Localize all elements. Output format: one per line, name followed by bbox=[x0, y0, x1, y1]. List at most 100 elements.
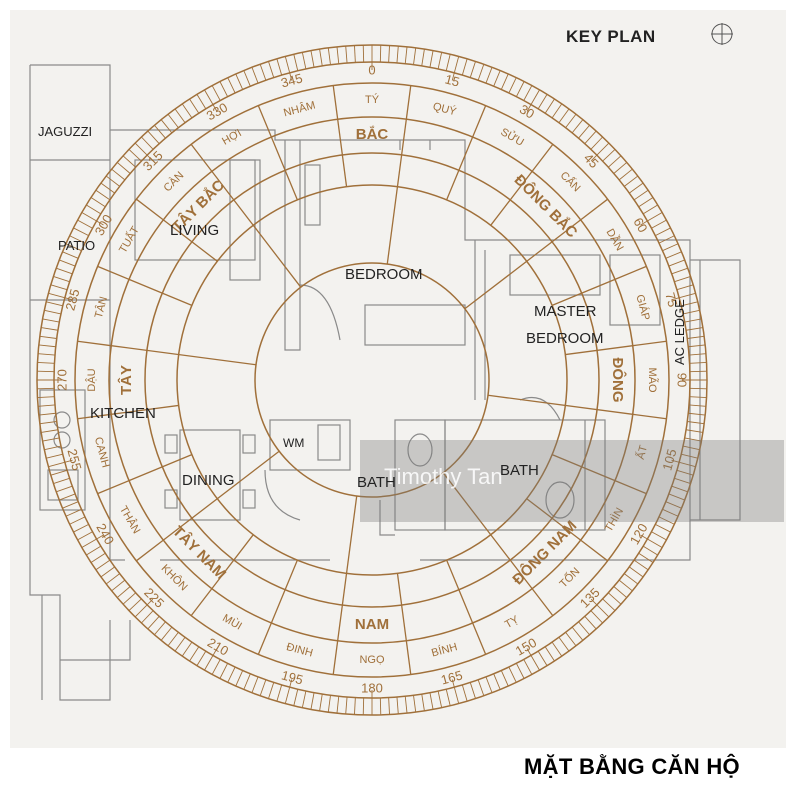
degree-tick bbox=[154, 124, 166, 139]
room-label-master-bedroom: BEDROOM bbox=[526, 330, 604, 347]
sector-divider bbox=[162, 450, 280, 541]
degree-label: 15 bbox=[443, 71, 461, 89]
degree-tick bbox=[53, 276, 70, 283]
degree-tick bbox=[204, 648, 218, 671]
degree-tick bbox=[160, 119, 173, 134]
mountain-label: GIÁP bbox=[633, 293, 652, 322]
degree-tick bbox=[65, 508, 82, 517]
degree-label: 345 bbox=[279, 70, 304, 90]
degree-tick bbox=[461, 684, 468, 702]
degree-tick bbox=[688, 344, 706, 348]
degree-tick bbox=[558, 108, 570, 123]
mountain-label: THÂN bbox=[117, 503, 143, 535]
degree-tick bbox=[276, 684, 283, 702]
degree-tick bbox=[219, 81, 229, 97]
degree-tick bbox=[388, 45, 390, 63]
degree-label: 105 bbox=[659, 447, 679, 472]
mountain-divider bbox=[97, 265, 130, 280]
degree-tick bbox=[319, 694, 323, 711]
degree-tick bbox=[668, 259, 685, 267]
degree-tick bbox=[196, 94, 207, 110]
mountain-label: TỴ bbox=[503, 613, 522, 631]
page-title: KEY PLAN bbox=[566, 27, 656, 46]
degree-tick bbox=[640, 534, 663, 548]
degree-tick bbox=[544, 98, 555, 114]
degree-tick bbox=[565, 632, 577, 647]
degree-tick bbox=[523, 659, 533, 675]
degree-tick bbox=[77, 531, 93, 541]
degree-tick bbox=[41, 327, 58, 331]
direction-label: BẮC bbox=[356, 125, 389, 143]
degree-tick bbox=[38, 344, 56, 348]
degree-tick bbox=[469, 61, 476, 78]
mountain-divider bbox=[257, 105, 272, 138]
degree-tick bbox=[243, 673, 251, 690]
degree-tick bbox=[485, 67, 493, 84]
degree-label: 30 bbox=[517, 101, 537, 121]
degree-tick bbox=[160, 626, 173, 641]
sub-sector-divider bbox=[446, 559, 474, 624]
direction-label: ĐÔNG bbox=[609, 358, 627, 403]
degree-tick bbox=[293, 54, 299, 71]
degree-tick bbox=[451, 679, 460, 704]
degree-tick bbox=[128, 598, 142, 611]
degree-tick bbox=[688, 404, 707, 407]
degree-tick bbox=[684, 437, 702, 442]
degree-tick bbox=[687, 335, 705, 339]
room-label-wm: WM bbox=[283, 436, 305, 450]
degree-tick bbox=[590, 136, 603, 150]
degree-label: 300 bbox=[92, 212, 116, 238]
degree-tick bbox=[500, 670, 509, 687]
degree-tick bbox=[461, 58, 468, 76]
mountain-divider bbox=[531, 143, 554, 172]
degree-label: 75 bbox=[662, 291, 680, 309]
degree-label: 165 bbox=[439, 667, 464, 687]
compass-ring-3 bbox=[108, 116, 636, 644]
degree-tick bbox=[671, 292, 696, 301]
degree-tick bbox=[259, 64, 267, 81]
degree-tick bbox=[39, 421, 57, 425]
degree-tick bbox=[590, 598, 610, 618]
mountain-label: MÃO bbox=[646, 367, 659, 393]
mountain-divider bbox=[632, 413, 667, 420]
degree-tick bbox=[477, 679, 485, 696]
degree-tick bbox=[53, 477, 70, 484]
degree-tick bbox=[682, 309, 700, 315]
degree-tick bbox=[608, 592, 622, 605]
degree-tick bbox=[235, 73, 244, 90]
degree-tick bbox=[437, 690, 443, 708]
degree-tick bbox=[111, 168, 126, 181]
sector-divider bbox=[442, 472, 533, 590]
degree-tick bbox=[665, 501, 682, 509]
degree-label: 330 bbox=[204, 100, 230, 124]
degree-tick bbox=[388, 697, 390, 715]
degree-tick bbox=[147, 130, 160, 144]
degree-tick bbox=[345, 45, 348, 64]
sector-divider bbox=[111, 345, 257, 366]
degree-tick bbox=[396, 45, 399, 64]
degree-tick bbox=[608, 155, 622, 168]
degree-tick bbox=[86, 204, 102, 215]
degree-tick bbox=[122, 592, 136, 605]
sub-sector-divider bbox=[211, 534, 254, 590]
degree-tick bbox=[116, 162, 131, 174]
degree-label: 120 bbox=[627, 521, 651, 547]
degree-tick bbox=[642, 204, 658, 215]
degree-tick bbox=[319, 49, 323, 66]
degree-tick bbox=[676, 284, 694, 291]
degree-label: 210 bbox=[205, 635, 231, 659]
degree-tick bbox=[558, 637, 570, 652]
degree-tick bbox=[50, 469, 68, 476]
degree-label: 270 bbox=[54, 369, 69, 391]
degree-label: 195 bbox=[280, 667, 305, 687]
degree-tick bbox=[301, 690, 307, 708]
degree-tick bbox=[493, 70, 501, 87]
degree-tick bbox=[662, 243, 679, 252]
sub-sector-divider bbox=[446, 136, 474, 201]
degree-tick bbox=[584, 616, 597, 630]
mountain-divider bbox=[580, 539, 609, 562]
mountain-divider bbox=[614, 265, 647, 280]
mountain-divider bbox=[472, 105, 487, 138]
degree-label: 255 bbox=[65, 447, 85, 472]
mountain-divider bbox=[135, 539, 164, 562]
